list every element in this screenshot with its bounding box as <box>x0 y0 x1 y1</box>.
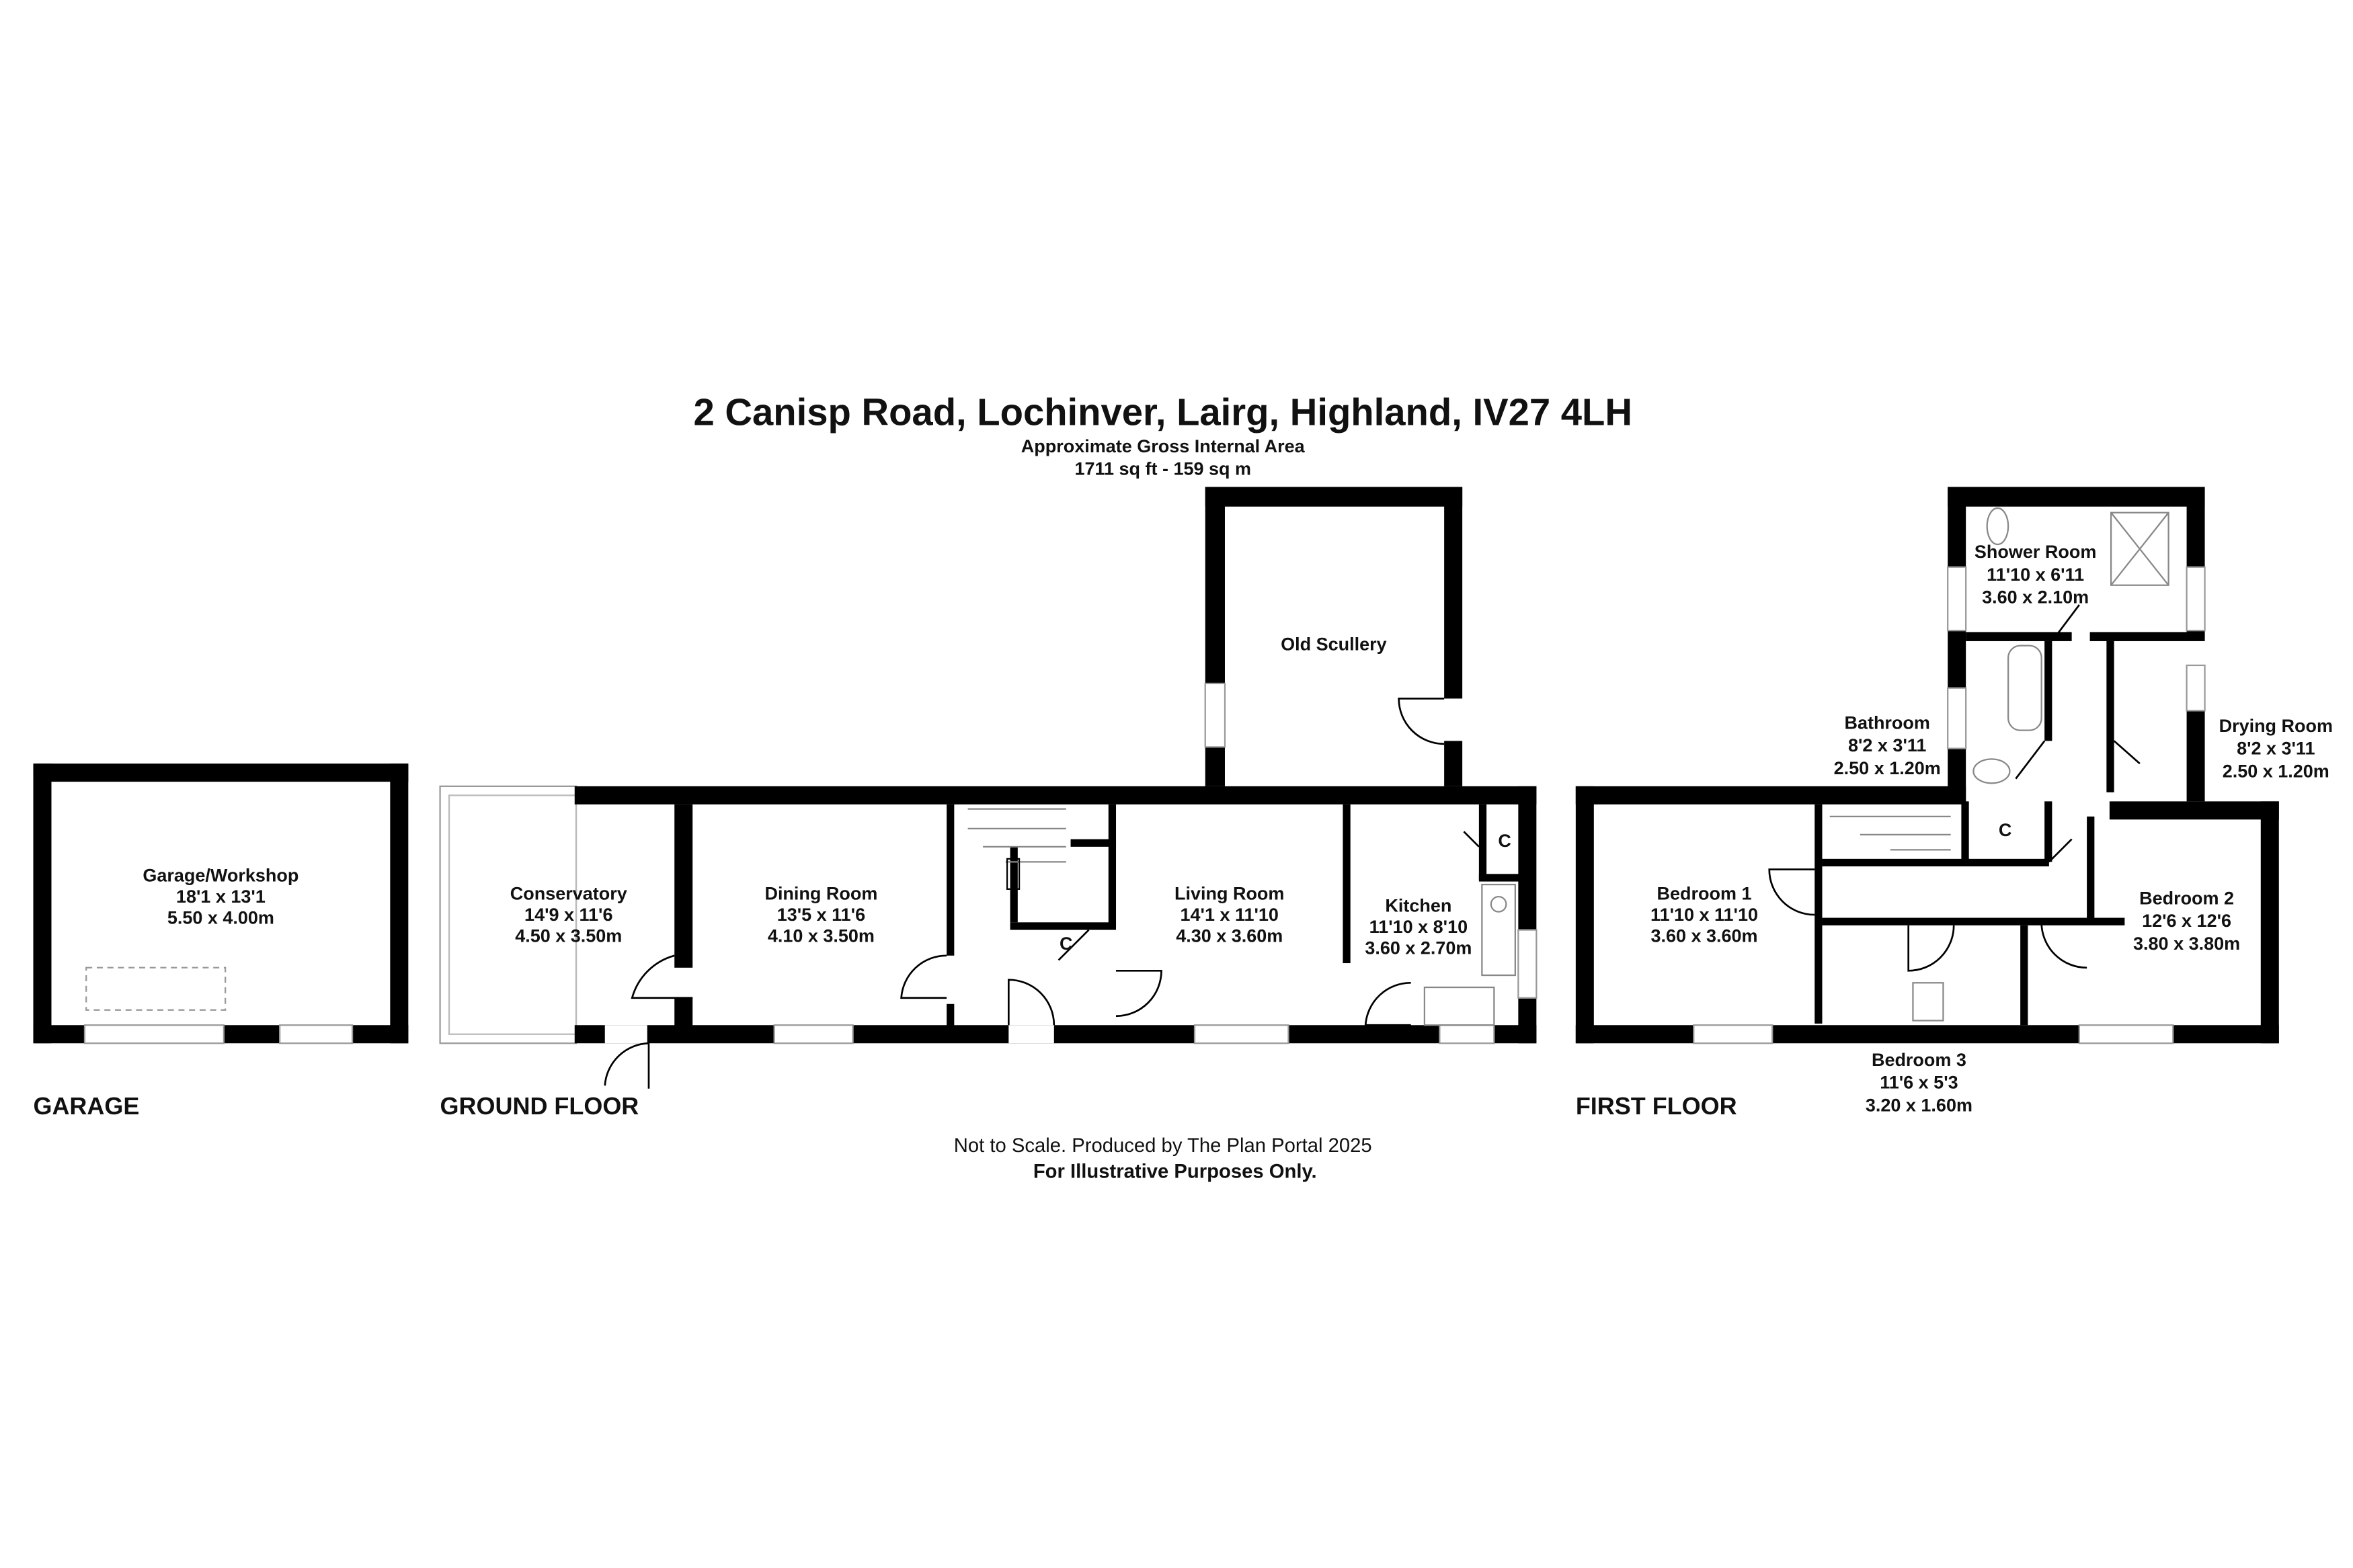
stairs <box>1829 815 1951 851</box>
door <box>631 954 693 999</box>
room-size-imperial: 11'10 x 6'11 <box>1987 565 2084 585</box>
room-size-imperial: 12'6 x 12'6 <box>2142 911 2231 931</box>
room-name-conservatory: Conservatory <box>510 884 627 904</box>
room-size-imperial: 13'5 x 11'6 <box>777 905 865 925</box>
area-value: 1711 sq ft - 159 sq m <box>1075 459 1251 479</box>
door <box>604 1042 650 1089</box>
room-size-metric: 3.60 x 2.70m <box>1365 938 1472 958</box>
room-name-shower: Shower Room <box>1975 542 2096 562</box>
window <box>1947 566 1967 632</box>
room-name-bathroom: Bathroom <box>1844 712 1929 733</box>
door <box>2048 838 2073 863</box>
room-name-garage: Garage/Workshop <box>143 866 298 886</box>
door <box>1463 831 1480 848</box>
door <box>900 954 947 999</box>
room-name-bedroom-3: Bedroom 3 <box>1872 1050 1966 1070</box>
stairs <box>967 808 1066 863</box>
loft-hatch <box>1912 982 1944 1022</box>
room-size-metric: 3.60 x 3.60m <box>1651 926 1758 946</box>
room-name-scullery: Old Scullery <box>1281 634 1386 654</box>
room-size-metric: 2.50 x 1.20m <box>2223 761 2329 781</box>
door <box>2040 921 2087 969</box>
area-label: Approximate Gross Internal Area <box>1021 436 1306 456</box>
door <box>2056 604 2080 636</box>
toilet <box>1972 758 2011 784</box>
window <box>2186 566 2206 632</box>
first-floor-plan: Shower Room 11'10 x 6'11 3.60 x 2.10m Ba… <box>1575 487 2333 1115</box>
room-size-imperial: 11'10 x 11'10 <box>1650 905 1758 925</box>
room-size-imperial: 14'1 x 11'10 <box>1181 905 1279 925</box>
door <box>1364 981 1411 1026</box>
window <box>279 1024 354 1044</box>
floor-label-ground: GROUND FLOOR <box>440 1092 639 1120</box>
window <box>1193 1024 1289 1044</box>
garage-plan: Garage/Workshop 18'1 x 13'1 5.50 x 4.00m <box>33 764 409 1044</box>
room-size-metric: 4.50 x 3.50m <box>515 926 622 946</box>
window <box>2186 664 2206 712</box>
door <box>1768 868 1815 916</box>
room-size-imperial: 18'1 x 13'1 <box>176 886 266 907</box>
inspection-pit <box>85 966 227 1011</box>
door <box>1116 969 1162 1018</box>
door <box>1058 929 1090 961</box>
cupboard-label: C <box>1498 831 1511 851</box>
door <box>1398 698 1445 745</box>
door <box>2113 740 2141 765</box>
room-size-imperial: 8'2 x 3'11 <box>2237 739 2315 759</box>
bath <box>2007 645 2042 731</box>
room-name-bedroom-1: Bedroom 1 <box>1657 884 1752 904</box>
room-size-imperial: 11'10 x 8'10 <box>1369 917 1468 937</box>
room-size-metric: 3.20 x 1.60m <box>1866 1095 1972 1115</box>
room-size-metric: 3.80 x 3.80m <box>2133 934 2240 954</box>
window <box>773 1024 854 1044</box>
disclaimer: For Illustrative Purposes Only. <box>1033 1161 1317 1182</box>
shower-tray <box>2110 511 2169 586</box>
ground-floor-plan: Conservatory 14'9 x 11'6 4.50 x 3.50m Di… <box>439 487 1538 1089</box>
toilet <box>1986 507 2009 546</box>
room-size-imperial: 11'6 x 5'3 <box>1880 1073 1958 1093</box>
window <box>1204 682 1226 748</box>
door <box>1907 925 1955 972</box>
cupboard-label: C <box>1999 820 2012 840</box>
scale-note: Not to Scale. Produced by The Plan Porta… <box>954 1135 1372 1157</box>
door <box>1007 979 1055 1026</box>
floor-label-first: FIRST FLOOR <box>1576 1092 1737 1120</box>
cupboard-label: C <box>1060 934 1073 954</box>
door <box>2015 740 2046 780</box>
room-size-metric: 2.50 x 1.20m <box>1834 758 1941 778</box>
room-size-metric: 3.60 x 2.10m <box>1982 587 2089 608</box>
room-name-dining: Dining Room <box>764 884 877 904</box>
window <box>2078 1024 2174 1044</box>
window <box>1693 1024 1773 1044</box>
room-size-metric: 4.10 x 3.50m <box>768 926 875 946</box>
hob-icon <box>1490 895 1507 913</box>
room-name-drying: Drying Room <box>2219 716 2333 736</box>
room-name-bedroom-2: Bedroom 2 <box>2139 888 2234 908</box>
window <box>83 1024 225 1044</box>
sink <box>1423 986 1495 1026</box>
room-size-metric: 4.30 x 3.60m <box>1176 926 1283 946</box>
floor-label-garage: GARAGE <box>33 1092 139 1120</box>
room-size-imperial: 14'9 x 11'6 <box>524 905 612 925</box>
worktop <box>1481 883 1516 977</box>
window <box>1439 1024 1495 1044</box>
room-name-kitchen: Kitchen <box>1385 896 1451 916</box>
property-address: 2 Canisp Road, Lochinver, Lairg, Highlan… <box>694 390 1632 433</box>
room-size-metric: 5.50 x 4.00m <box>167 908 274 928</box>
room-name-living: Living Room <box>1174 884 1284 904</box>
window <box>1517 929 1538 999</box>
room-size-imperial: 8'2 x 3'11 <box>1848 735 1926 755</box>
window <box>1947 687 1967 749</box>
